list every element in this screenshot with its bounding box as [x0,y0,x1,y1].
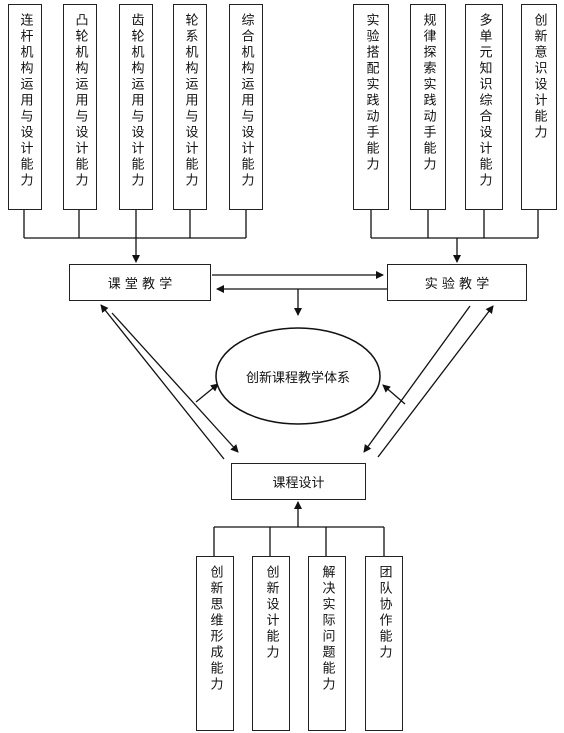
arrow-design-to-lab [377,305,494,458]
top-right-box-3-label: 多单元知识综合设计能力 [476,13,492,189]
top-left-box-4-label: 轮系机构运用与设计能力 [182,13,198,189]
left-group-bracket [23,210,247,239]
center-label: 创新课程教学体系 [216,367,380,386]
arrow-design-to-classroom [100,304,225,460]
top-left-box-2: 凸轮机构运用与设计能力 [63,4,97,210]
arrow-lab-to-design [363,305,471,453]
lab-teaching-label: 实 验 教 学 [424,277,490,292]
arrow-classroom-to-design [111,312,239,453]
top-right-box-1-label: 实验搭配实践动手能力 [363,13,379,173]
bottom-box-3: 解决实际问题能力 [308,556,346,731]
center-label-text: 创新课程教学体系 [245,371,350,386]
top-left-box-1-label: 连杆机构运用与设计能力 [17,13,33,189]
bottom-box-2-label: 创新设计能力 [263,565,279,661]
right-group-bracket [370,210,539,239]
top-left-box-5: 综合机构运用与设计能力 [229,4,263,210]
bottom-box-1-label: 创新思维形成能力 [207,565,223,693]
top-right-box-4-label: 创新意识设计能力 [531,13,547,141]
top-right-box-1: 实验搭配实践动手能力 [353,4,389,210]
bottom-box-4-label: 团队协作能力 [376,565,392,661]
course-design-label: 课程设计 [272,476,325,491]
bottom-box-4: 团队协作能力 [365,556,403,731]
top-right-box-2-label: 规律探索实践动手能力 [420,13,436,173]
arrow-design-to-center-left [195,383,219,403]
top-left-box-1: 连杆机构运用与设计能力 [8,4,42,210]
arrow-design-to-center-right [382,384,406,405]
top-right-box-4: 创新意识设计能力 [521,4,557,210]
bottom-box-3-label: 解决实际问题能力 [319,565,335,693]
center-ellipse [215,327,381,425]
top-right-box-3: 多单元知识综合设计能力 [465,4,503,210]
bottom-box-2: 创新设计能力 [252,556,290,731]
top-left-box-5-label: 综合机构运用与设计能力 [238,13,254,189]
classroom-teaching-box: 课 堂 教 学 [69,264,211,301]
classroom-teaching-label: 课 堂 教 学 [107,277,173,292]
bottom-box-1: 创新思维形成能力 [196,556,234,731]
top-left-box-3: 齿轮机构运用与设计能力 [119,4,153,210]
bottom-group-bracket [213,526,385,556]
lab-teaching-box: 实 验 教 学 [387,264,527,301]
top-left-box-3-label: 齿轮机构运用与设计能力 [128,13,144,189]
course-design-box: 课程设计 [231,463,366,500]
top-left-box-2-label: 凸轮机构运用与设计能力 [72,13,88,189]
top-left-box-4: 轮系机构运用与设计能力 [173,4,207,210]
top-right-box-2: 规律探索实践动手能力 [410,4,446,210]
